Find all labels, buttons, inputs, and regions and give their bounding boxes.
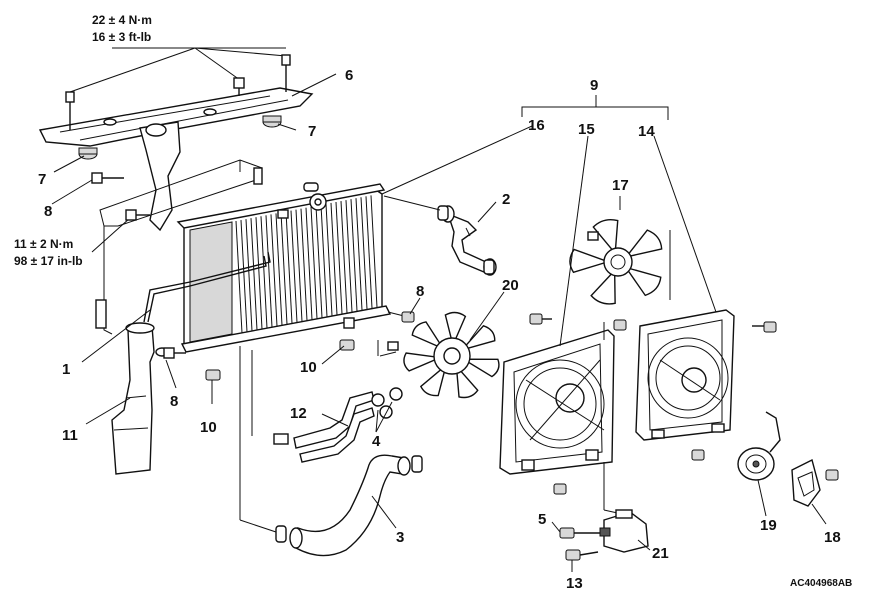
bracket-bolt-lower: [125, 209, 150, 221]
radiator-core: [176, 182, 392, 353]
condenser-fan-blade: [569, 218, 663, 305]
callout-5: 5: [538, 511, 546, 528]
overflow-tube: [143, 251, 271, 323]
callout-12: 12: [290, 405, 307, 422]
fan-motor-bracket: [791, 458, 821, 507]
radiator-fan-blades: [403, 311, 500, 399]
fan-assembly-bracket-9: [521, 95, 669, 120]
callout-leaders: [51, 73, 827, 572]
callout-7-lower: 7: [38, 171, 46, 188]
callout-6: 6: [345, 67, 353, 84]
fan-motor: [737, 411, 781, 481]
fan-resistor: [599, 509, 649, 553]
lower-hose-clamp-left: [275, 525, 287, 543]
radiator-upper-support: [38, 87, 314, 232]
lower-hose-clamp-right: [411, 455, 423, 473]
callout-8-lower: 8: [170, 393, 178, 410]
radiator-bolt-lower-right: [387, 341, 399, 351]
torque-top-leaders: [69, 47, 287, 93]
radiator-fan-shroud: [499, 329, 615, 475]
torque-left-line2: 98 ± 17 in-lb: [14, 254, 83, 268]
resistor-screw-5: [559, 527, 600, 539]
condenser-bracket-frame: [95, 159, 263, 335]
callout-7-upper: 7: [308, 123, 316, 140]
callout-1: 1: [62, 361, 70, 378]
torque-left-line1: 11 ± 2 N·m: [14, 237, 73, 251]
callout-10-right: 10: [300, 359, 317, 376]
support-bolt-left: [65, 91, 75, 130]
callout-3: 3: [396, 529, 404, 546]
radiator-bolt-right: [401, 311, 415, 323]
reserve-tank: [111, 322, 169, 475]
condenser-shroud-bolt-left: [613, 319, 627, 331]
upper-hose-clamp-bottom: [483, 259, 495, 275]
callout-14: 14: [638, 123, 655, 140]
shroud-bolt-bottom: [553, 483, 567, 495]
motor-bracket-bolt: [825, 469, 839, 481]
condenser-shroud-bolt-right: [752, 321, 777, 333]
condenser-fan-shroud: [635, 309, 735, 441]
rubber-mount-upper: [262, 115, 282, 128]
callout-11: 11: [62, 427, 78, 444]
callout-17: 17: [612, 177, 629, 194]
callout-13: 13: [566, 575, 583, 592]
callout-8-right: 8: [416, 283, 424, 300]
torque-left-leader: [91, 217, 131, 253]
callout-10-left: 10: [200, 419, 217, 436]
condenser-fan-blades: [569, 218, 663, 305]
callout-21: 21: [652, 545, 669, 562]
condenser-shroud-bolt-bottom: [691, 449, 705, 461]
shroud-bolt-top: [529, 313, 552, 325]
radiator-fan-blade: [403, 311, 500, 399]
callout-8-upper-left: 8: [44, 203, 52, 220]
resistor-screw-13: [565, 549, 599, 561]
drain-plug-lower: [205, 369, 221, 381]
callout-9: 9: [590, 77, 598, 94]
drain-plug-right: [339, 339, 355, 351]
torque-top-line2: 16 ± 3 ft-lb: [92, 30, 151, 44]
callout-15: 15: [578, 121, 595, 138]
support-bolt-right: [281, 54, 291, 92]
callout-20: 20: [502, 277, 519, 294]
upper-hose-clamp-top: [437, 205, 449, 221]
condenser-fan-nut: [587, 231, 599, 241]
hose-clamps-4: [371, 387, 403, 419]
torque-top-line1: 22 ± 4 N·m: [92, 13, 152, 27]
lower-radiator-hose: [289, 454, 411, 557]
bracket-bolt-bottom: [163, 347, 186, 359]
figure-code: AC404968AB: [790, 578, 852, 589]
callout-19: 19: [760, 517, 777, 534]
radiator-fins: [235, 195, 378, 334]
support-bolt-middle: [233, 77, 245, 96]
assembly-leader-lines: [239, 195, 441, 533]
callout-16: 16: [528, 117, 545, 134]
bracket-bolt-upper: [91, 172, 124, 184]
callout-4: 4: [372, 433, 381, 450]
callout-2: 2: [502, 191, 510, 208]
oil-cooler-hoses: [273, 391, 375, 463]
callout-18: 18: [824, 529, 841, 546]
